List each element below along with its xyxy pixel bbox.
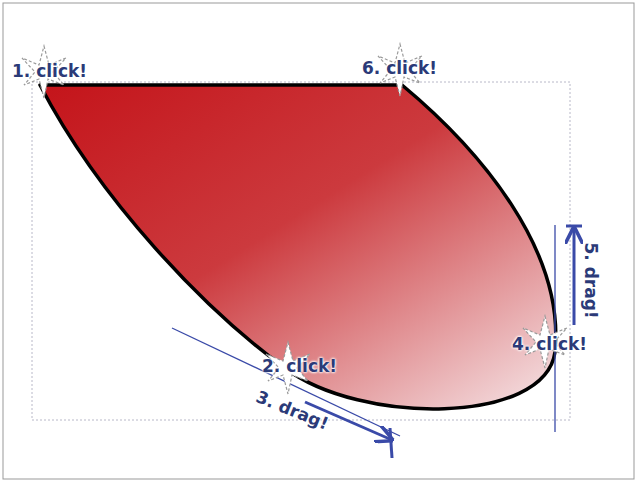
- tangent-handle: [554, 225, 555, 432]
- drag-arrow: [573, 228, 576, 325]
- bezier-shape: [40, 85, 556, 409]
- drag-label: 3. drag!: [254, 388, 331, 432]
- drag-arrow-end: [390, 428, 392, 458]
- tangent-handle: [172, 328, 400, 436]
- click-label: 4. click!: [512, 336, 587, 353]
- click-label: 6. click!: [362, 60, 437, 77]
- drag-arrow-end: [566, 225, 582, 228]
- click-label: 1. click!: [12, 63, 87, 80]
- drag-label: 5. drag!: [582, 242, 599, 318]
- frame: [3, 3, 634, 479]
- click-label: 2. click!: [262, 358, 337, 375]
- bounding-box: [32, 82, 570, 420]
